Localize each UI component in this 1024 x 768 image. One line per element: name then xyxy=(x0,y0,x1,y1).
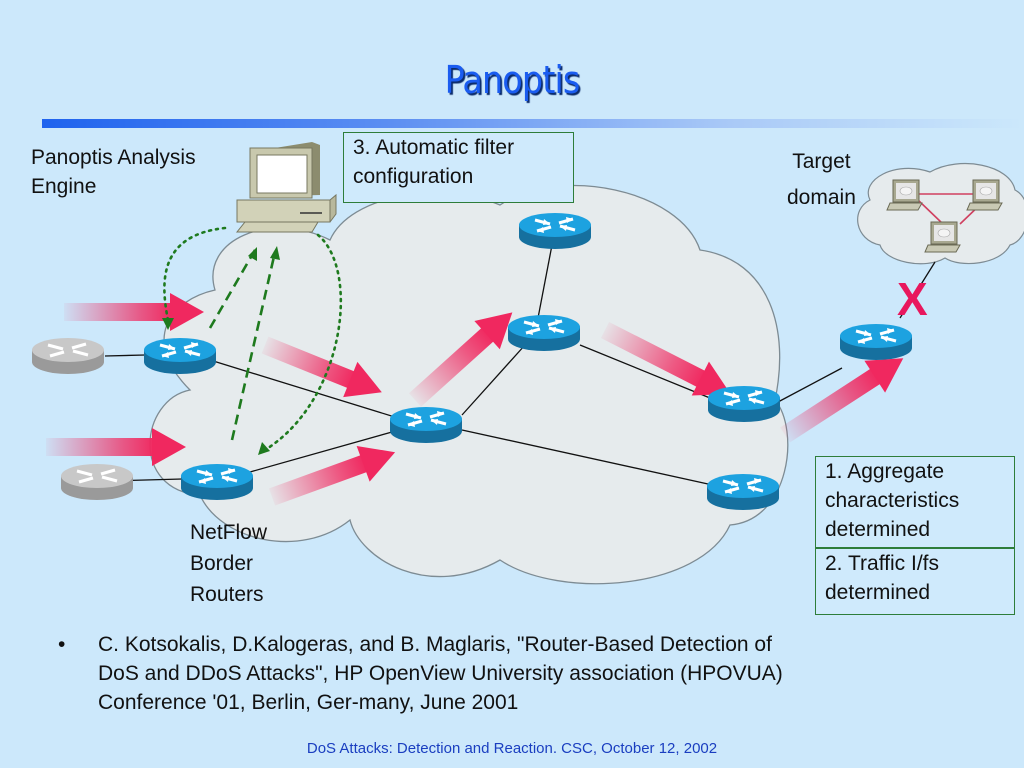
control-lines xyxy=(163,226,343,452)
gray-router-icon xyxy=(30,336,106,376)
slide-title: Panoptis xyxy=(444,58,581,102)
bullet-icon: • xyxy=(58,633,66,656)
router-icon[interactable] xyxy=(506,313,582,353)
box-line: determined xyxy=(825,518,931,541)
slide-footer: DoS Attacks: Detection and Reaction. CSC… xyxy=(306,740,718,757)
router-icon[interactable] xyxy=(179,462,255,502)
router-icon[interactable] xyxy=(388,405,464,445)
analysis-engine-label: Panoptis Analysis Engine xyxy=(31,143,196,201)
workstation-icon xyxy=(235,142,337,233)
title-underline-bar xyxy=(42,119,1024,128)
gray-router-icon xyxy=(59,462,135,502)
reference-text: C. Kotsokalis, D.Kalogeras, and B. Magla… xyxy=(98,630,958,717)
box-line: 3. Automatic filter xyxy=(353,136,515,159)
box-line: characteristics xyxy=(825,489,960,512)
step2-traffic-ifs-box: 2. Traffic I/fs determined xyxy=(815,548,1015,615)
box-line: configuration xyxy=(353,165,474,188)
target-domain-label: Target domain xyxy=(787,144,856,216)
reference-line: Conference '01, Berlin, Ger-many, June 2… xyxy=(98,691,519,714)
label-line: Border xyxy=(190,552,254,575)
blocked-link-x-icon: X xyxy=(897,273,928,325)
step3-filter-config-box: 3. Automatic filter configuration xyxy=(343,132,574,203)
label-line: Engine xyxy=(31,175,97,198)
router-icon[interactable] xyxy=(705,472,781,512)
router-icon[interactable] xyxy=(838,322,914,362)
box-line: 1. Aggregate xyxy=(825,460,945,483)
router-icon[interactable] xyxy=(517,211,593,251)
reference-line: DoS and DDoS Attacks", HP OpenView Unive… xyxy=(98,662,783,685)
router-icon[interactable] xyxy=(706,384,782,424)
label-line: Routers xyxy=(190,583,264,606)
control-arrowheads xyxy=(162,246,280,455)
label-line: Target xyxy=(792,150,851,173)
reference-line: C. Kotsokalis, D.Kalogeras, and B. Magla… xyxy=(98,633,772,656)
step1-aggregate-box: 1. Aggregate characteristics determined xyxy=(815,456,1015,548)
label-line: Panoptis Analysis xyxy=(31,146,196,169)
netflow-routers-label: NetFlow Border Routers xyxy=(190,517,267,610)
box-line: determined xyxy=(825,581,931,604)
attack-arrows xyxy=(46,293,904,506)
label-line: domain xyxy=(787,186,856,209)
box-line: 2. Traffic I/fs xyxy=(825,552,939,575)
label-line: NetFlow xyxy=(190,521,268,544)
router-icon[interactable] xyxy=(142,336,218,376)
